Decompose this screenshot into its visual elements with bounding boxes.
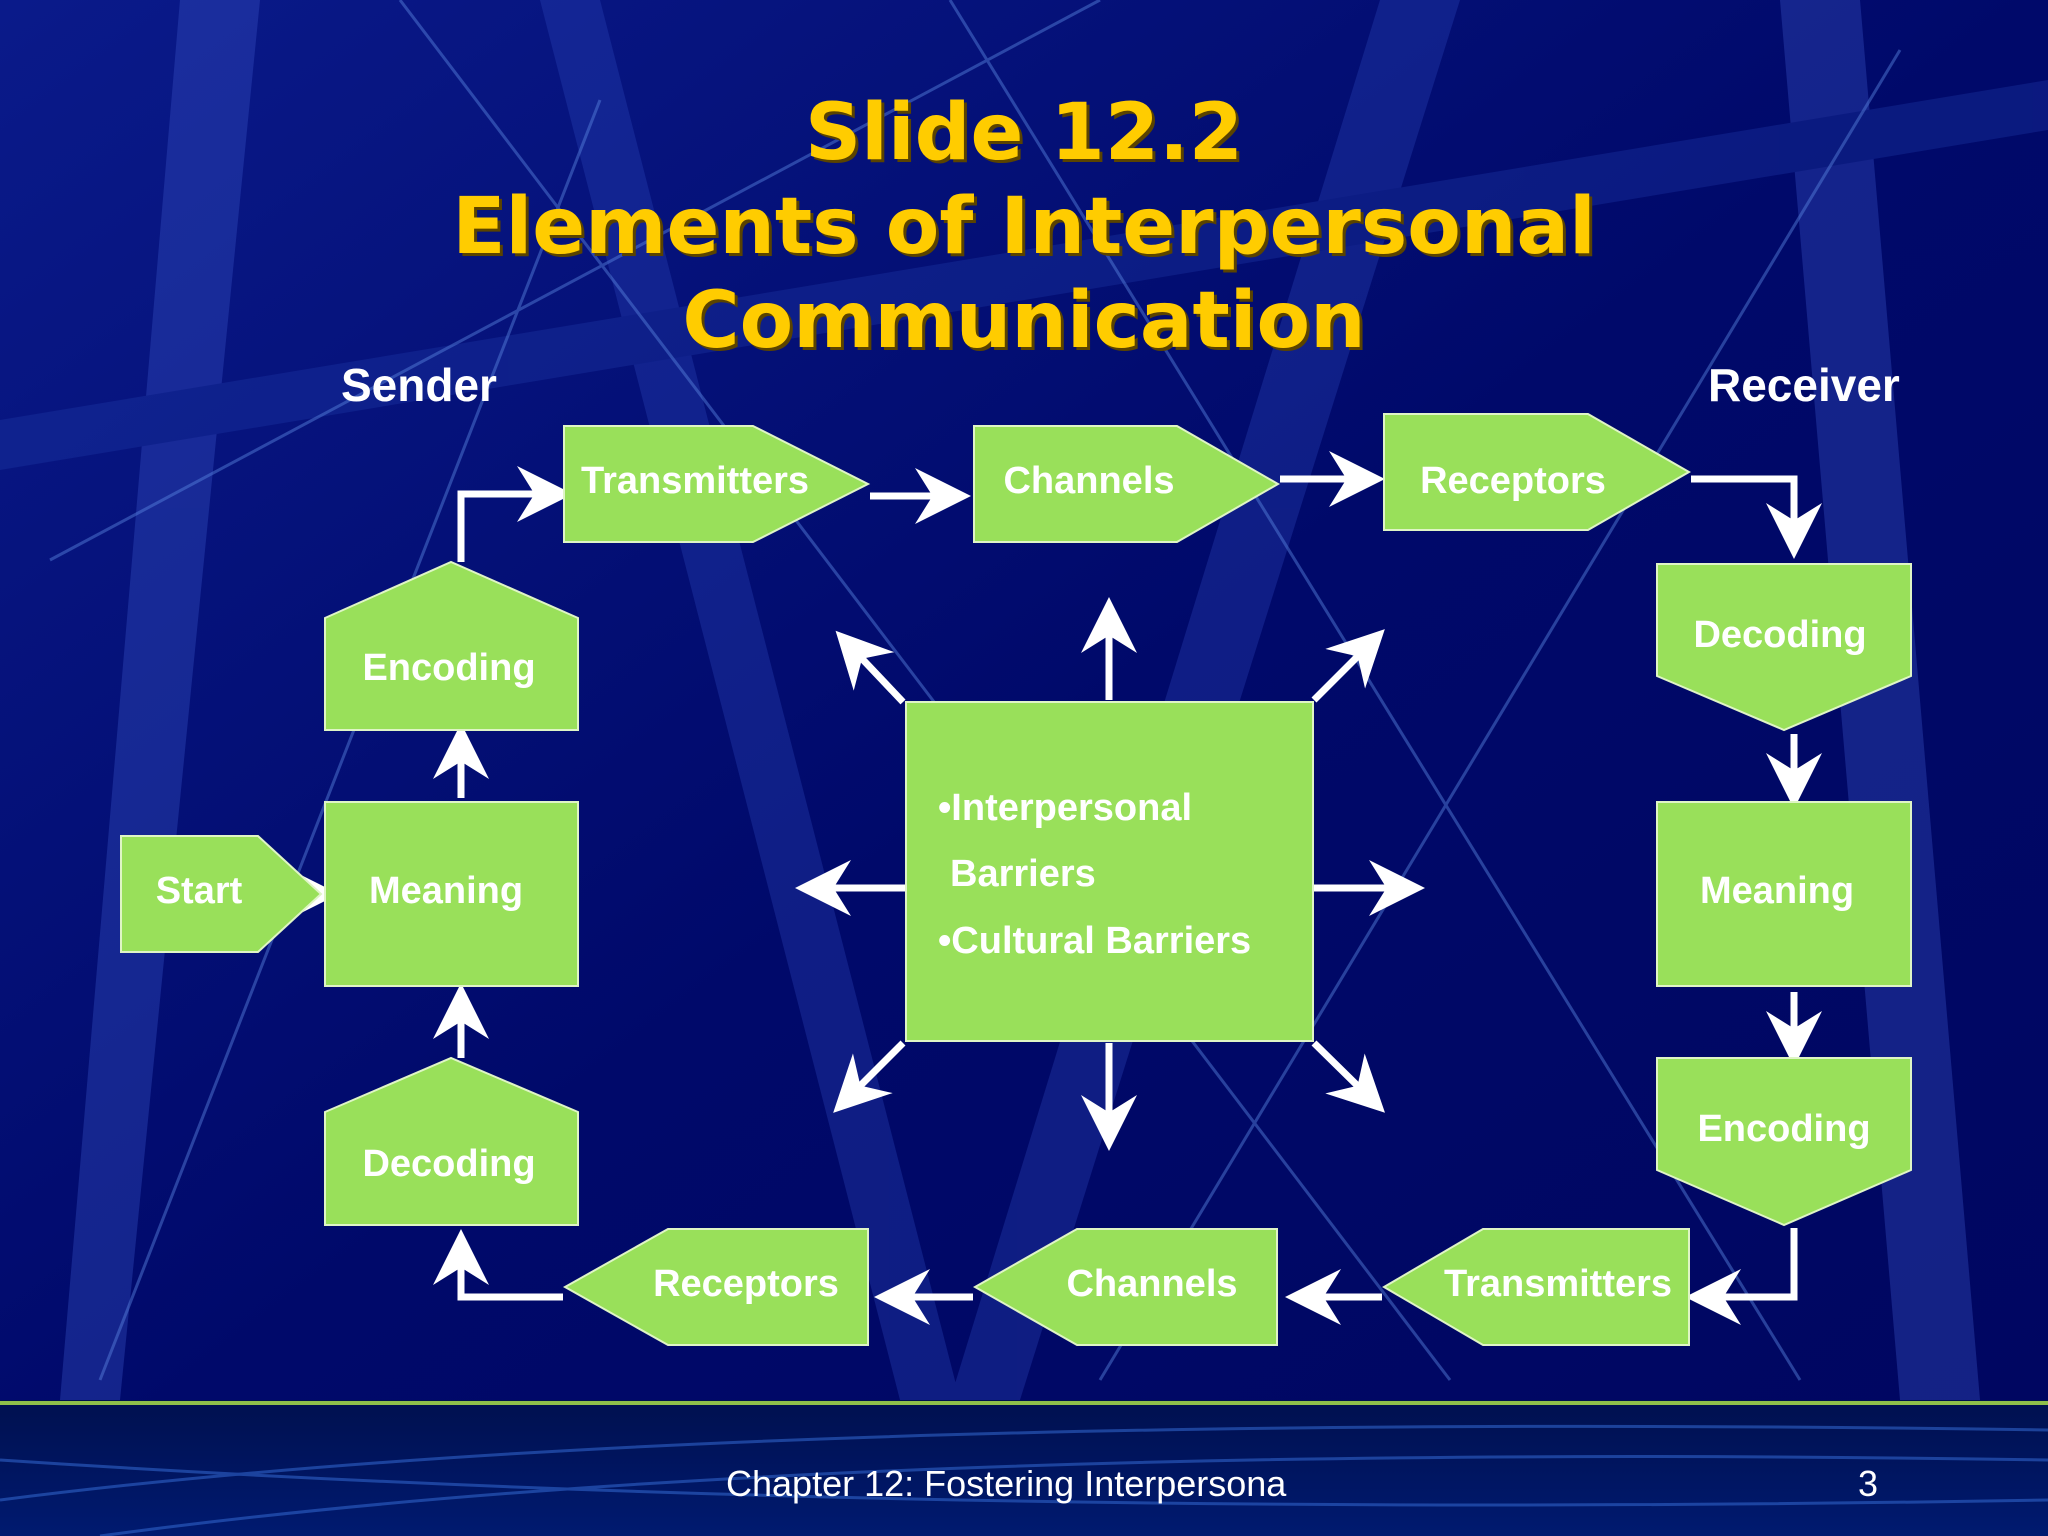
barrier-arrow-up-left — [835, 630, 906, 705]
background-lines — [49, 0, 1902, 1381]
node-start-label: Start — [156, 870, 243, 912]
barrier-arrow-down-right — [1311, 1040, 1385, 1113]
barriers-box: •Interpersonal Barriers •Cultural Barrie… — [905, 701, 1314, 1042]
arrow-encoding-to-transmitters-bottom — [1685, 1228, 1798, 1325]
node-bottom-channels-label: Channels — [1066, 1263, 1237, 1305]
node-bottom-receptors: Receptors — [562, 1228, 869, 1346]
page-number: 3 — [1858, 1463, 1879, 1504]
node-sender-decoding: Decoding — [324, 1056, 579, 1226]
node-top-channels: Channels — [973, 425, 1281, 543]
node-receiver-decoding-label: Decoding — [1693, 614, 1866, 656]
barriers-line-2: Barriers — [950, 853, 1096, 895]
node-bottom-transmitters: Transmitters — [1382, 1228, 1690, 1346]
arrow-receptors-to-decoding-bottom — [433, 1229, 563, 1301]
arrow-encoding-to-transmitters — [457, 466, 573, 562]
node-bottom-receptors-label: Receptors — [653, 1263, 839, 1305]
node-top-receptors-label: Receptors — [1420, 460, 1606, 502]
node-receiver-encoding-label: Encoding — [1697, 1108, 1870, 1150]
barriers-line-3: •Cultural Barriers — [938, 920, 1251, 962]
node-receiver-encoding: Encoding — [1656, 1057, 1912, 1227]
node-top-transmitters: Transmitters — [563, 425, 871, 543]
slide-title-line-3: Communication — [682, 276, 1366, 366]
flow-arrows — [283, 451, 1822, 1325]
barrier-arrow-down-left — [833, 1040, 906, 1113]
barriers-line-1: •Interpersonal — [938, 787, 1192, 829]
node-sender-meaning-label: Meaning — [369, 870, 523, 912]
node-sender-encoding-label: Encoding — [362, 647, 535, 689]
node-bottom-transmitters-label: Transmitters — [1444, 1263, 1672, 1305]
node-top-channels-label: Channels — [1003, 460, 1174, 502]
sender-label: Sender — [341, 359, 497, 411]
node-receiver-meaning: Meaning — [1656, 801, 1912, 987]
node-receiver-decoding: Decoding — [1656, 563, 1912, 732]
barrier-arrows — [795, 597, 1425, 1151]
arrow-receptors-to-decoding — [1691, 475, 1822, 559]
receiver-label: Receiver — [1708, 359, 1900, 411]
node-sender-encoding: Encoding — [324, 560, 579, 731]
node-top-transmitters-label: Transmitters — [581, 460, 809, 502]
background-streaks — [0, 0, 2048, 1400]
node-bottom-channels: Channels — [972, 1228, 1278, 1346]
node-top-receptors: Receptors — [1383, 413, 1692, 531]
slide-title-line-2: Elements of Interpersonal — [452, 182, 1596, 272]
node-receiver-meaning-label: Meaning — [1700, 870, 1854, 912]
footer-text: Chapter 12: Fostering Interpersona — [726, 1463, 1287, 1504]
slide-title-line-1: Slide 12.2 — [805, 88, 1243, 178]
barrier-arrow-up-right — [1311, 629, 1385, 703]
node-sender-decoding-label: Decoding — [362, 1143, 535, 1185]
node-sender-meaning: Meaning — [324, 801, 579, 987]
node-start: Start — [120, 835, 323, 953]
